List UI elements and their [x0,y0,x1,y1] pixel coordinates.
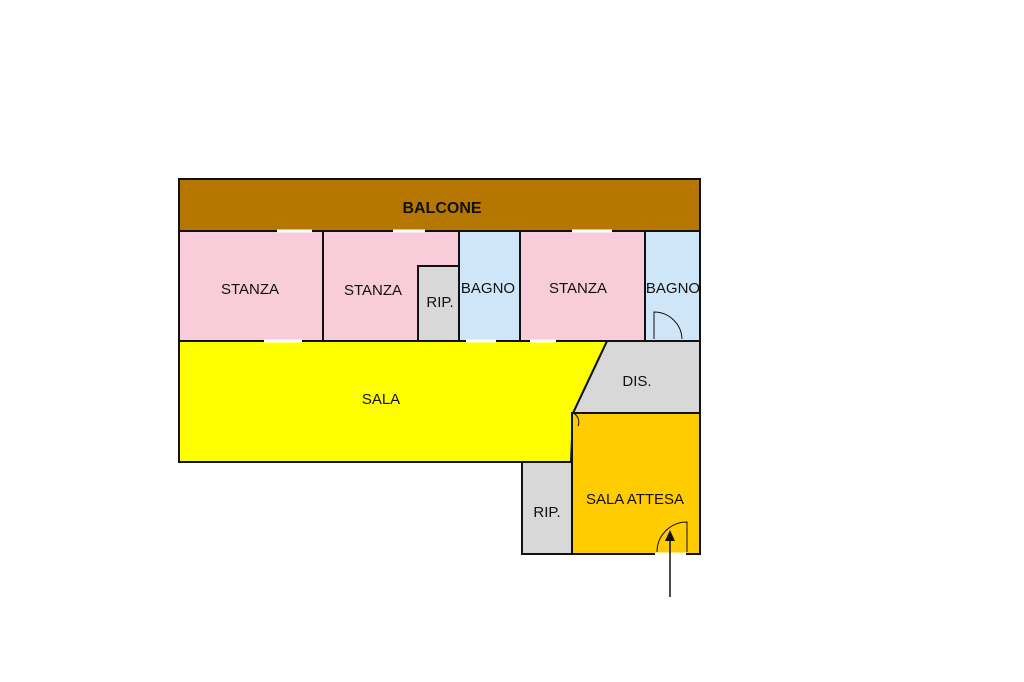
room-rip-1 [417,265,460,342]
room-balcone [178,178,701,232]
label-stanza-2: STANZA [344,282,402,299]
label-stanza-3: STANZA [549,280,607,297]
label-balcone: BALCONE [402,200,481,217]
room-rip-2 [521,461,573,555]
label-sala: SALA [362,391,400,408]
room-stanza-3 [519,230,646,342]
label-rip-1: RIP. [426,294,453,311]
entrance-arrow-icon [665,530,675,597]
label-bagno-2: BAGNO [646,280,700,297]
door-openings [264,229,686,556]
label-bagno-1: BAGNO [461,280,515,297]
label-rip-2: RIP. [533,504,560,521]
door-swing-icon [572,412,580,427]
label-dis: DIS. [622,373,651,390]
door-swing-icon [653,311,683,340]
door-swing-icon [656,521,688,553]
label-stanza-1: STANZA [221,281,279,298]
label-sala-attesa: SALA ATTESA [586,491,684,508]
room-sala-attesa [571,412,701,555]
